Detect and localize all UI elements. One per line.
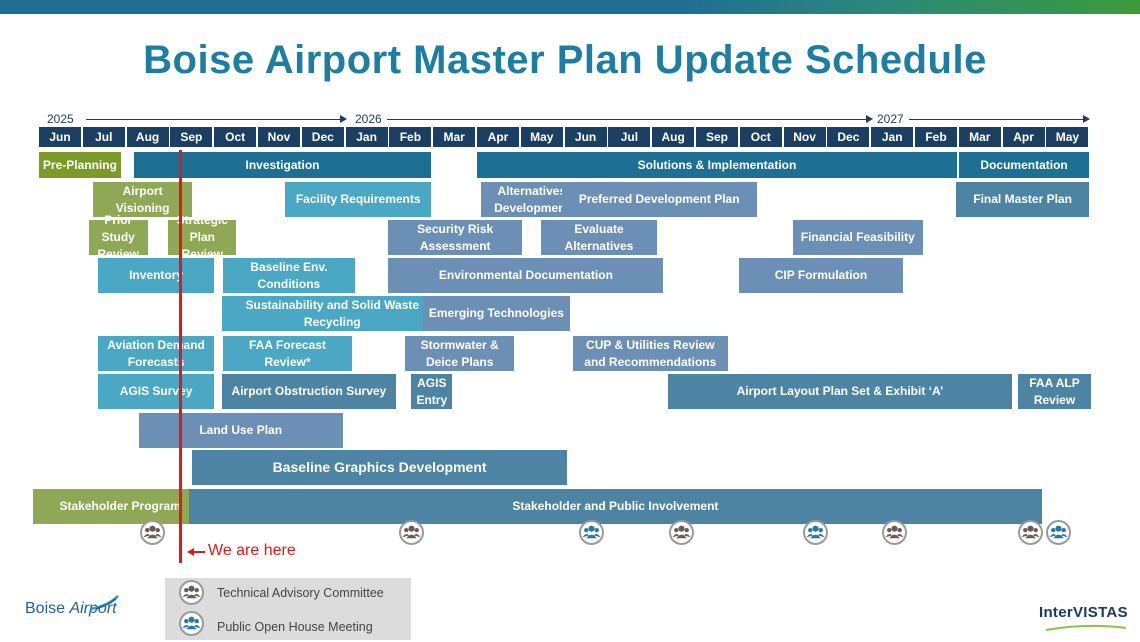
month-header-16: Oct [739,127,782,147]
month-header-20: Feb [915,127,957,147]
month-header-23: May [1046,127,1089,147]
month-header-2: Aug [126,127,169,147]
task-bar-sustainability-and-solid-waste-recycling: Sustainability and Solid Waste Recycling [222,296,443,331]
month-header-14: Aug [652,127,695,147]
top-accent-bar [0,0,1140,14]
month-header-12: Jun [564,127,607,147]
task-bar-evaluate-alternatives: Evaluate Alternatives [540,220,658,255]
legend-open-house-label: Public Open House Meeting [217,620,373,634]
task-bar-stormwater-deice-plans: Stormwater & Deice Plans [405,336,514,371]
tac-meeting-icon [399,520,425,545]
task-bar-environmental-documentation: Environmental Documentation [388,258,664,293]
month-header-0: Jun [39,127,81,147]
task-bar-preferred-development-plan: Preferred Development Plan [561,182,757,217]
year-arrowhead-icon [1083,115,1090,123]
task-bar-faa-alp-review: FAA ALP Review [1017,374,1092,409]
year-label-2026: 2026 [355,112,382,126]
month-header-17: Nov [783,127,826,147]
open-house-meeting-icon [802,520,828,545]
tac-icon [179,580,204,605]
open-house-meeting-icon [578,520,604,545]
month-header-9: Mar [433,127,476,147]
month-header-8: Feb [389,127,432,147]
task-bar-agis-entry: AGIS Entry [411,374,453,409]
month-header-18: Dec [827,127,870,147]
month-header-1: Jul [82,127,125,147]
task-bar-financial-feasibility: Financial Feasibility [792,220,923,255]
task-bar-cup-utilities-review-and-recommendations: CUP & Utilities Review and Recommendatio… [572,336,728,371]
task-bar-stakeholder-program: Stakeholder Program [33,489,208,524]
open-house-meeting-icon [1045,520,1071,545]
year-arrow-line [387,119,866,120]
phase-bar-solutions-implementation: Solutions & Implementation [477,152,957,178]
year-arrowhead-icon [340,115,347,123]
task-bar-facility-requirements: Facility Requirements [285,182,432,217]
month-header-22: Apr [1002,127,1045,147]
month-header-4: Oct [214,127,257,147]
open-house-icon [179,611,204,636]
page-title: Boise Airport Master Plan Update Schedul… [143,38,987,82]
month-header-21: Mar [958,127,1001,147]
we-are-here-label: We are here [208,542,296,559]
year-arrow-line [909,119,1083,120]
boise-airport-swoosh-icon [89,595,119,611]
phase-bar-documentation: Documentation [958,152,1090,178]
task-bar-land-use-plan: Land Use Plan [138,413,343,448]
intervistas-swoosh-icon [1046,624,1126,631]
intervistas-logo: InterVISTAS [1039,604,1128,621]
we-are-here-line [179,150,182,563]
task-bar-prior-study-review: Prior Study Review [88,213,148,261]
month-header-6: Dec [301,127,344,147]
task-bar-agis-survey: AGIS Survey [97,374,215,409]
task-bar-aviation-demand-forecasts: Aviation Demand Forecasts [97,336,215,371]
task-bar-cip-formulation: CIP Formulation [738,258,904,293]
legend-tac-label: Technical Advisory Committee [217,586,384,600]
month-header-15: Sep [696,127,738,147]
year-arrowhead-icon [866,115,873,123]
phase-bar-pre-planning: Pre-Planning [39,152,121,178]
month-header-13: Jul [608,127,651,147]
task-bar-baseline-graphics-development: Baseline Graphics Development [192,450,567,485]
tac-meeting-icon [882,520,908,545]
year-arrow-line [86,119,340,120]
task-bar-airport-visioning: Airport Visioning [92,182,193,217]
we-are-here-arrow-shaft [193,551,205,553]
task-bar-inventory: Inventory [97,258,215,293]
task-bar-airport-layout-plan-set-exhibit-a: Airport Layout Plan Set & Exhibit ‘A’ [668,374,1012,409]
month-header-10: Apr [477,127,519,147]
month-header-7: Jan [345,127,388,147]
tac-meeting-icon [139,520,165,545]
month-header-3: Sep [170,127,213,147]
legend: Technical Advisory Committee Public Open… [165,578,411,640]
task-bar-baseline-env-conditions: Baseline Env. Conditions [223,258,355,293]
task-bar-faa-forecast-review: FAA Forecast Review* [223,336,352,371]
tac-meeting-icon [669,520,695,545]
we-are-here-arrow-icon [187,548,194,556]
year-label-2027: 2027 [877,112,904,126]
year-label-2025: 2025 [47,112,74,126]
task-bar-stakeholder-and-public-involvement: Stakeholder and Public Involvement [189,489,1042,524]
month-header-11: May [520,127,563,147]
tac-meeting-icon [1017,520,1043,545]
task-bar-final-master-plan: Final Master Plan [955,182,1090,217]
phase-bar-investigation: Investigation [133,152,432,178]
month-header-5: Nov [258,127,300,147]
month-header-19: Jan [871,127,914,147]
task-bar-security-risk-assessment: Security Risk Assessment [388,220,522,255]
task-bar-airport-obstruction-survey: Airport Obstruction Survey [222,374,396,409]
task-bar-emerging-technologies: Emerging Technologies [423,296,570,331]
